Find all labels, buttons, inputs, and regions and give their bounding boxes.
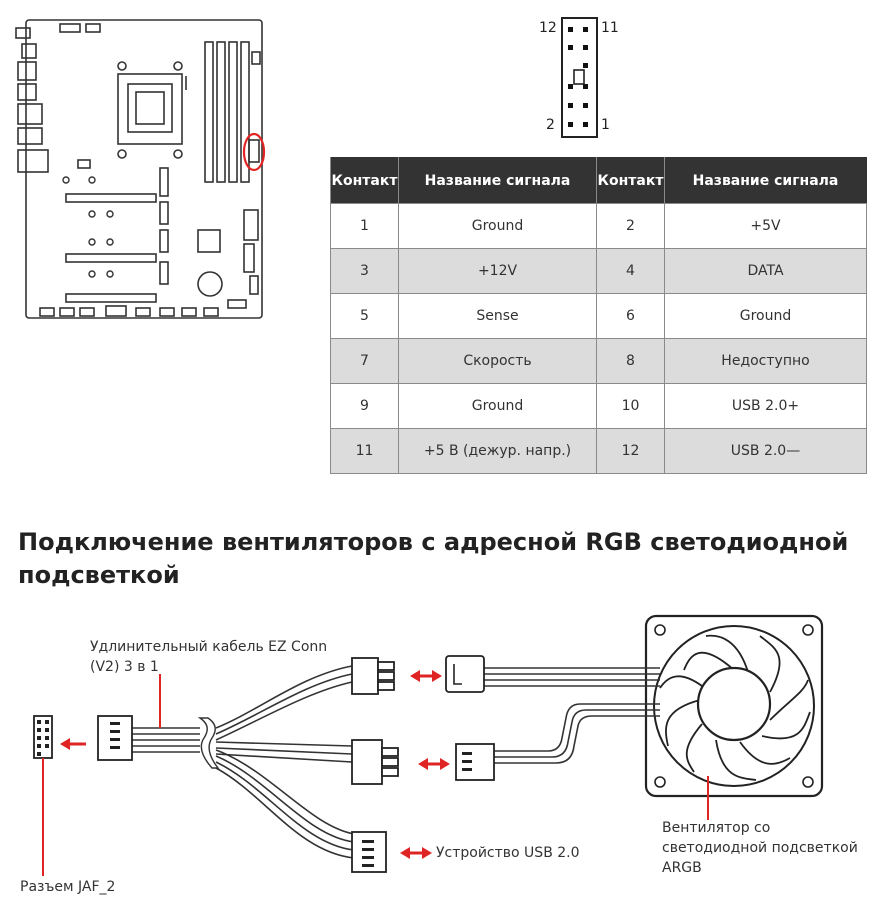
table-row: 5 Sense 6 Ground (330, 293, 867, 339)
pin-number: 6 (596, 293, 665, 339)
pin-number: 5 (330, 293, 399, 339)
signal-name: USB 2.0— (664, 428, 867, 474)
cable-label-line1: Удлинительный кабель EZ Conn (90, 639, 328, 655)
usb-device-label: Устройство USB 2.0 (436, 845, 580, 861)
jaf-connector-label: Разъем JAF_2 (20, 879, 116, 895)
signal-name: Ground (398, 203, 597, 249)
col-header-contact-2: Контакт (596, 157, 665, 204)
col-header-signal-2: Название сигнала (664, 157, 867, 204)
table-row: 1 Ground 2 +5V (330, 203, 867, 249)
pin-label-12: 12 (539, 20, 557, 36)
cable-label-line2: (V2) 3 в 1 (90, 659, 159, 675)
fan-label-line1: Вентилятор со (662, 820, 771, 836)
pin-number: 4 (596, 248, 665, 294)
pin-number: 10 (596, 383, 665, 429)
pin-number: 9 (330, 383, 399, 429)
pin-label-11: 11 (601, 20, 619, 36)
signal-name: +5V (664, 203, 867, 249)
argb-fan-icon (644, 614, 824, 798)
pin-label-2: 2 (546, 117, 555, 133)
header-pinout-diagram (561, 17, 598, 138)
signal-name: USB 2.0+ (664, 383, 867, 429)
signal-name: Ground (664, 293, 867, 339)
table-row: 11 +5 В (дежур. напр.) 12 USB 2.0— (330, 428, 867, 474)
jaf2-highlight-marker (242, 132, 266, 172)
pin-number: 1 (330, 203, 399, 249)
pin-number: 7 (330, 338, 399, 384)
pin-number: 11 (330, 428, 399, 474)
signal-name: Ground (398, 383, 597, 429)
pin-label-1: 1 (601, 117, 610, 133)
col-header-contact-1: Контакт (330, 157, 399, 204)
table-header-row: Контакт Название сигнала Контакт Названи… (330, 157, 867, 204)
pin-number: 8 (596, 338, 665, 384)
section-title: Подключение вентиляторов с адресной RGB … (18, 528, 849, 589)
table-row: 9 Ground 10 USB 2.0+ (330, 383, 867, 429)
signal-name: +5 В (дежур. напр.) (398, 428, 597, 474)
signal-name: +12V (398, 248, 597, 294)
table-row: 7 Скорость 8 Недоступно (330, 338, 867, 384)
red-arrows (60, 670, 450, 859)
signal-name: Скорость (398, 338, 597, 384)
table-row: 3 +12V 4 DATA (330, 248, 867, 294)
fan-label-line2: светодиодной подсветкой (662, 840, 858, 856)
pin-number: 3 (330, 248, 399, 294)
signal-name: Sense (398, 293, 597, 339)
motherboard-diagram (15, 19, 266, 319)
pin-number: 2 (596, 203, 665, 249)
argb-wiring-diagram (33, 614, 824, 876)
signal-name: Недоступно (664, 338, 867, 384)
fan-label-line3: ARGB (662, 860, 702, 876)
pin-number: 12 (596, 428, 665, 474)
col-header-signal-1: Название сигнала (398, 157, 597, 204)
signal-name: DATA (664, 248, 867, 294)
pinout-table: Контакт Название сигнала Контакт Названи… (330, 157, 867, 474)
